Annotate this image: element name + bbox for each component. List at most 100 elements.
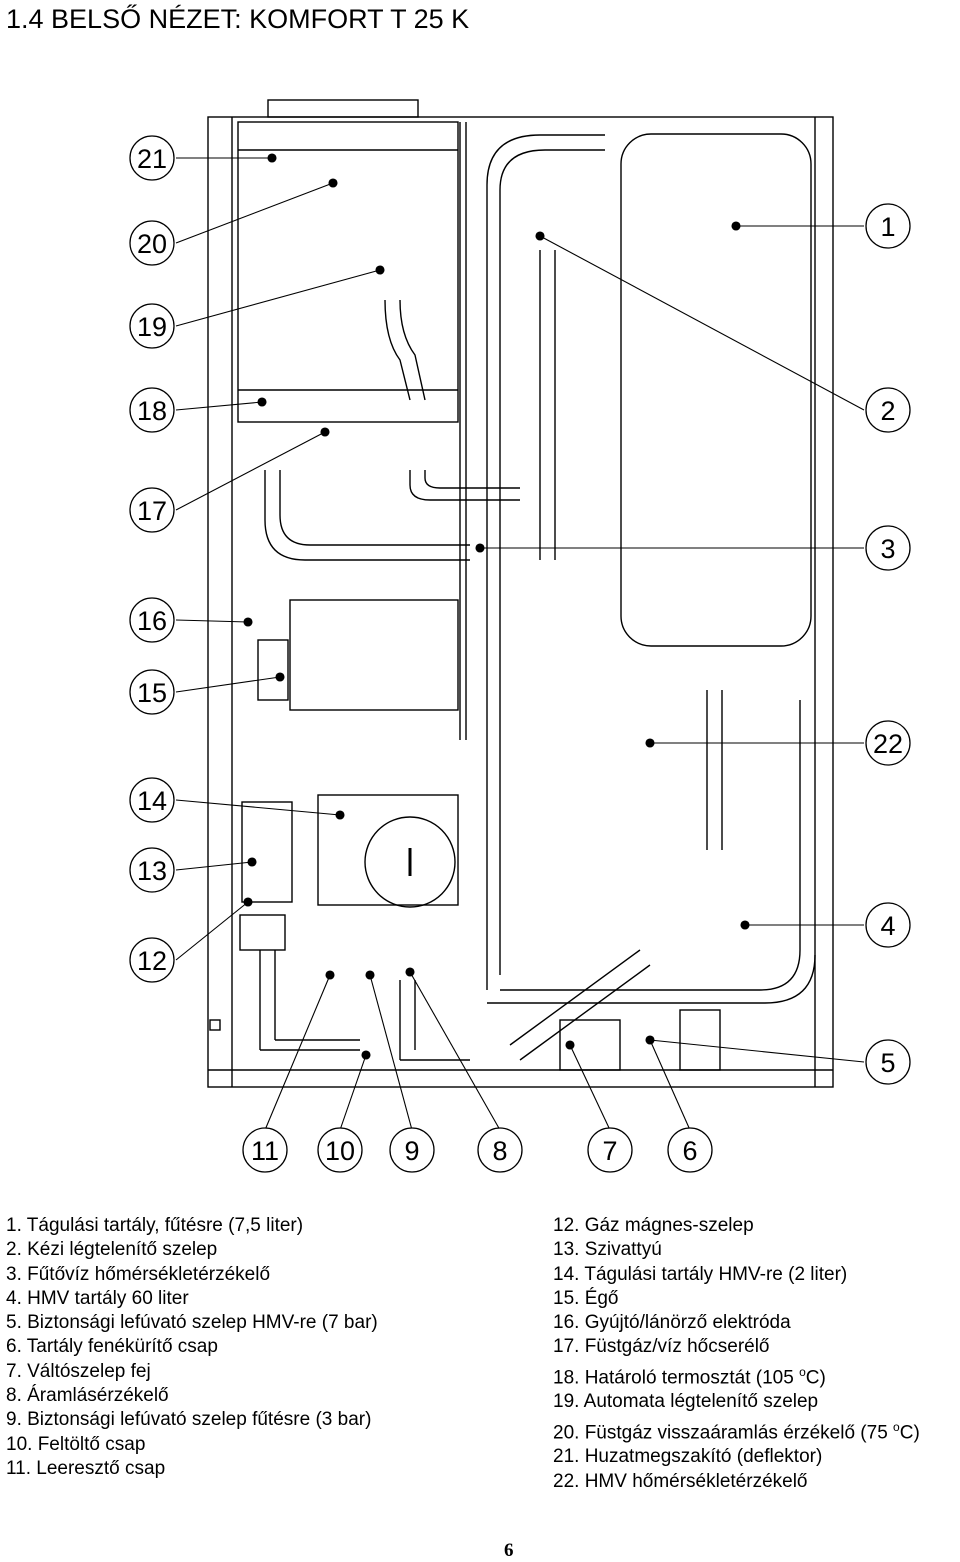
callout-1: 1 [865,203,911,249]
legend-item: 18. Határoló termosztát (105 oC) [553,1360,920,1391]
callout-13: 13 [129,847,175,893]
callout-number: 9 [404,1136,419,1166]
callout-number: 1 [880,212,895,242]
callout-circle [865,1039,911,1085]
legend-item: 21. Huzatmegszakító (deflektor) [553,1446,823,1468]
callout-number: 20 [137,229,167,259]
callout-circle [865,387,911,433]
callout-15: 15 [129,669,175,715]
casing-outline [207,116,834,1088]
callout-circle [865,720,911,766]
degree-mark: o [799,1364,806,1379]
legend-item: 11. Leeresztő csap [6,1457,166,1479]
callout-7: 7 [587,1127,633,1173]
callout-circle [129,777,175,823]
callout-5: 5 [865,1039,911,1085]
pump-head [364,816,456,908]
callout-number: 19 [137,312,167,342]
legend-item: 16. Gyújtó/lánörző elektróda [553,1312,791,1334]
callout-number: 17 [137,496,167,526]
callout-22: 22 [865,720,911,766]
callout-number: 13 [137,856,167,886]
callout-circle [129,937,175,983]
unit-tail: C) [899,1422,920,1444]
legend-right: 12. Gáz mágnes-szelep 13. Szivattyú 14. … [553,1214,920,1494]
flue-hood [267,99,419,118]
callout-10: 10 [317,1127,363,1173]
callout-number: 4 [880,911,895,941]
callout-circle [667,1127,713,1173]
callout-number: 5 [880,1048,895,1078]
callout-circle [129,597,175,643]
callout-21: 21 [129,135,175,181]
callout-16: 16 [129,597,175,643]
legend-item: 6. Tartály fenékürítő csap [6,1336,218,1358]
callout-3: 3 [865,525,911,571]
callout-8: 8 [477,1127,523,1173]
burner-box [289,599,459,711]
primary-pipe-loop [486,134,605,990]
callout-number: 16 [137,606,167,636]
callout-number: 15 [137,678,167,708]
legend-item: 19. Automata légtelenítő szelep [553,1391,819,1413]
callout-number: 10 [325,1136,355,1166]
callout-number: 8 [492,1136,507,1166]
callout-number: 22 [873,729,903,759]
callout-number: 7 [602,1136,617,1166]
callout-circle [865,203,911,249]
callout-6: 6 [667,1127,713,1173]
legend-item: 2. Kézi légtelenítő szelep [6,1239,218,1261]
legend-item: 12. Gáz mágnes-szelep [553,1215,754,1236]
callout-12: 12 [129,937,175,983]
page-title: 1.4 BELSŐ NÉZET: KOMFORT T 25 K [6,4,470,34]
drain-valve [679,1009,721,1071]
gas-valve [241,801,293,903]
callout-circle [129,387,175,433]
heat-exchanger-box [237,121,459,423]
callout-4: 4 [865,902,911,948]
heat-exchanger-pipe [509,949,651,1061]
legend-item: 7. Váltószelep fej [6,1360,151,1382]
callout-number: 2 [880,396,895,426]
callout-20: 20 [129,220,175,266]
legend-item: 22. HMV hőmérsékletérzékelő [553,1470,808,1492]
unit-tail: C) [805,1367,826,1389]
callout-9: 9 [389,1127,435,1173]
legend-item: 10. Feltöltő csap [6,1433,146,1455]
dhw-tank-outline [487,700,816,1004]
callout-19: 19 [129,303,175,349]
callout-circle [477,1127,523,1173]
callout-circle [129,303,175,349]
callout-18: 18 [129,387,175,433]
callout-circle [389,1127,435,1173]
callout-number: 21 [137,144,167,174]
callout-circle [129,487,175,533]
legend-item: 17. Füstgáz/víz hőcserélő [553,1336,770,1358]
callout-11: 11 [242,1127,288,1173]
callout-2: 2 [865,387,911,433]
callout-circle [129,220,175,266]
legend-item: 4. HMV tartály 60 liter [6,1287,189,1309]
callout-number: 6 [682,1136,697,1166]
callout-number: 14 [137,786,167,816]
dhw-coil-pipe [706,690,723,850]
callout-circle [129,135,175,181]
callout-circle [242,1127,288,1173]
legend-item: 9. Biztonsági lefúvató szelep fűtésre (3… [6,1409,372,1431]
legend-item: 13. Szivattyú [553,1239,662,1261]
page-number: 6 [504,1540,514,1561]
callout-circle [587,1127,633,1173]
callout-14: 14 [129,777,175,823]
callout-circle [129,669,175,715]
callout-circle [129,847,175,893]
pump-body [317,794,459,906]
heating-expansion-vessel [620,133,812,647]
legend-text: 20. Füstgáz visszaáramlás érzékelő (75 [553,1422,894,1444]
callout-number: 11 [251,1136,279,1166]
callout-17: 17 [129,487,175,533]
legend-item: 1. Tágulási tartály, fűtésre (7,5 liter) [6,1215,304,1236]
legend-item: 5. Biztonsági lefúvató szelep HMV-re (7 … [6,1312,378,1334]
callout-number: 18 [137,396,167,426]
callout-number: 12 [137,946,167,976]
